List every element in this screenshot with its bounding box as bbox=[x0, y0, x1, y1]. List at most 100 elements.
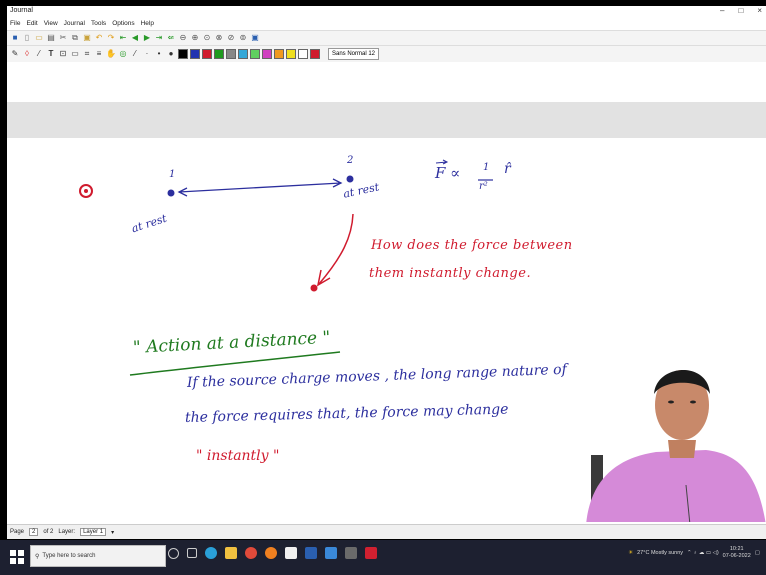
hand-tool-icon[interactable]: ✋ bbox=[106, 49, 116, 58]
widgets-icon[interactable] bbox=[187, 548, 197, 558]
prev-page-icon[interactable]: ◀ bbox=[131, 33, 139, 42]
highlighter-icon[interactable]: ⁄ bbox=[38, 49, 40, 58]
new-page-icon[interactable]: ▯ bbox=[24, 33, 30, 42]
medium-pen-icon[interactable]: • bbox=[157, 49, 161, 58]
arrowhead-right bbox=[332, 178, 343, 188]
copy-icon[interactable]: ⧉ bbox=[72, 33, 78, 42]
zoom-out-icon[interactable]: ⊖ bbox=[179, 33, 187, 42]
next-page-icon[interactable]: ▶ bbox=[143, 33, 151, 42]
zoom-width-icon[interactable]: ⊗ bbox=[215, 33, 223, 42]
zoom-in-icon[interactable]: ⊕ bbox=[191, 33, 199, 42]
weather-icon[interactable]: ☀ bbox=[628, 550, 634, 556]
thick-pen-icon[interactable]: ● bbox=[168, 49, 174, 58]
pen-icon[interactable]: ✎ bbox=[11, 49, 19, 58]
color-white-swatch[interactable] bbox=[298, 49, 308, 59]
select-rect-icon[interactable]: ▭ bbox=[71, 49, 79, 58]
open-icon[interactable]: ▭ bbox=[35, 33, 43, 42]
maximize-button[interactable]: □ bbox=[738, 6, 744, 15]
color-lightblue-swatch[interactable] bbox=[238, 49, 248, 59]
image-tool-icon[interactable]: ⊡ bbox=[59, 49, 67, 58]
thin-pen-icon[interactable]: · bbox=[145, 49, 149, 58]
journal-app-icon[interactable] bbox=[365, 547, 377, 559]
task-view-icon[interactable] bbox=[168, 547, 179, 559]
ruler-icon[interactable]: ⁄ bbox=[134, 49, 136, 58]
page-label: Page bbox=[10, 529, 25, 535]
page-total: of 2 bbox=[43, 529, 54, 535]
color-green-swatch[interactable] bbox=[214, 49, 224, 59]
color-black-swatch[interactable] bbox=[178, 49, 188, 59]
body-line-3: " instantly " bbox=[196, 448, 280, 464]
save-icon[interactable]: ■ bbox=[12, 33, 18, 42]
layer-dropdown-chevron-icon[interactable]: ▾ bbox=[111, 529, 115, 536]
word-icon[interactable] bbox=[305, 547, 317, 559]
redo-icon[interactable]: ↷ bbox=[107, 33, 115, 42]
menu-help[interactable]: Help bbox=[140, 20, 154, 27]
file-explorer-icon[interactable] bbox=[225, 547, 237, 559]
zoom-page-icon[interactable]: ⊘ bbox=[227, 33, 235, 42]
layer-select[interactable]: Layer 1 bbox=[80, 528, 107, 536]
color-orange-swatch[interactable] bbox=[274, 49, 284, 59]
fullscreen-icon[interactable]: ▣ bbox=[251, 33, 259, 42]
notification-icon[interactable]: ▢ bbox=[754, 550, 760, 556]
firefox-icon[interactable] bbox=[265, 547, 277, 559]
cut-icon[interactable]: ✂ bbox=[59, 33, 67, 42]
last-page-icon[interactable]: ⇥ bbox=[155, 33, 163, 42]
mail-icon[interactable] bbox=[285, 547, 297, 559]
question-line-2: them instantly change. bbox=[369, 266, 532, 281]
clock[interactable]: 10:21 07-06-2022 bbox=[723, 546, 751, 560]
color-red-swatch[interactable] bbox=[202, 49, 212, 59]
menu-options[interactable]: Options bbox=[112, 20, 135, 27]
edge-icon[interactable] bbox=[205, 547, 217, 559]
select-region-icon[interactable]: ⌗ bbox=[84, 49, 90, 58]
presenter-eye-left bbox=[668, 400, 674, 404]
question-line-1: How does the force between bbox=[371, 238, 573, 253]
tray-icons[interactable]: ⌃ ♁ ☁ ▭ ◁) bbox=[687, 550, 719, 556]
presenter-eye-right bbox=[690, 400, 696, 404]
arrowhead-left bbox=[177, 187, 188, 197]
zoom-fit-icon[interactable]: ⊙ bbox=[203, 33, 211, 42]
color-gray-swatch[interactable] bbox=[226, 49, 236, 59]
presenter-face bbox=[655, 370, 709, 440]
journal-window: Journal – □ × File Edit View Journal Too… bbox=[7, 6, 766, 539]
color-magenta-swatch[interactable] bbox=[262, 49, 272, 59]
menu-file[interactable]: File bbox=[10, 20, 21, 27]
store-icon[interactable] bbox=[325, 547, 337, 559]
color-lightgreen-swatch[interactable] bbox=[250, 49, 260, 59]
formula-rhat: r̂ bbox=[504, 161, 511, 177]
page-number-input[interactable]: 2 bbox=[29, 528, 39, 536]
shape-recognizer-icon[interactable]: ◎ bbox=[119, 49, 127, 58]
journal-canvas[interactable]: 1 2 at rest at rest F ∝ 1 r² r̂ How does… bbox=[7, 62, 766, 522]
undo-icon[interactable]: ↶ bbox=[95, 33, 103, 42]
charge-1-label: 1 bbox=[169, 169, 176, 180]
close-button[interactable]: × bbox=[757, 6, 762, 15]
menu-view[interactable]: View bbox=[43, 20, 58, 27]
weather-text[interactable]: 27°C Mostly sunny bbox=[637, 550, 684, 556]
first-page-icon[interactable]: ⇤ bbox=[119, 33, 127, 42]
paste-icon[interactable]: ▣ bbox=[83, 33, 91, 42]
search-icon: ⚲ bbox=[35, 553, 40, 560]
vector-arrow-F bbox=[435, 161, 448, 164]
text-tool-icon[interactable]: T bbox=[48, 49, 54, 58]
ink-layer bbox=[79, 159, 493, 376]
target-charge-dot bbox=[84, 189, 88, 193]
color-blue-swatch[interactable] bbox=[190, 49, 200, 59]
vscode-icon[interactable] bbox=[345, 547, 357, 559]
delete-page-icon[interactable]: ⇍ bbox=[167, 33, 175, 42]
windows-start-icon[interactable] bbox=[10, 550, 24, 564]
taskbar-search-box[interactable]: ⚲ Type here to search bbox=[30, 545, 166, 567]
color-current-swatch[interactable] bbox=[310, 49, 320, 59]
font-select[interactable]: Sans Normal 12 bbox=[328, 48, 380, 60]
color-yellow-swatch[interactable] bbox=[286, 49, 296, 59]
menu-edit[interactable]: Edit bbox=[26, 20, 38, 27]
minimize-button[interactable]: – bbox=[720, 6, 725, 15]
clock-date: 07-06-2022 bbox=[722, 553, 751, 559]
menu-tools[interactable]: Tools bbox=[91, 20, 107, 27]
vertical-space-icon[interactable]: ≡ bbox=[96, 49, 102, 58]
print-icon[interactable]: ▤ bbox=[47, 33, 55, 42]
formula-F: F ∝ bbox=[435, 164, 461, 182]
formula-denominator: r² bbox=[479, 181, 488, 192]
zoom-reset-icon[interactable]: ⊚ bbox=[239, 33, 247, 42]
menu-journal[interactable]: Journal bbox=[63, 20, 85, 27]
chrome-icon[interactable] bbox=[245, 547, 257, 559]
eraser-icon[interactable]: ◊ bbox=[25, 49, 29, 58]
